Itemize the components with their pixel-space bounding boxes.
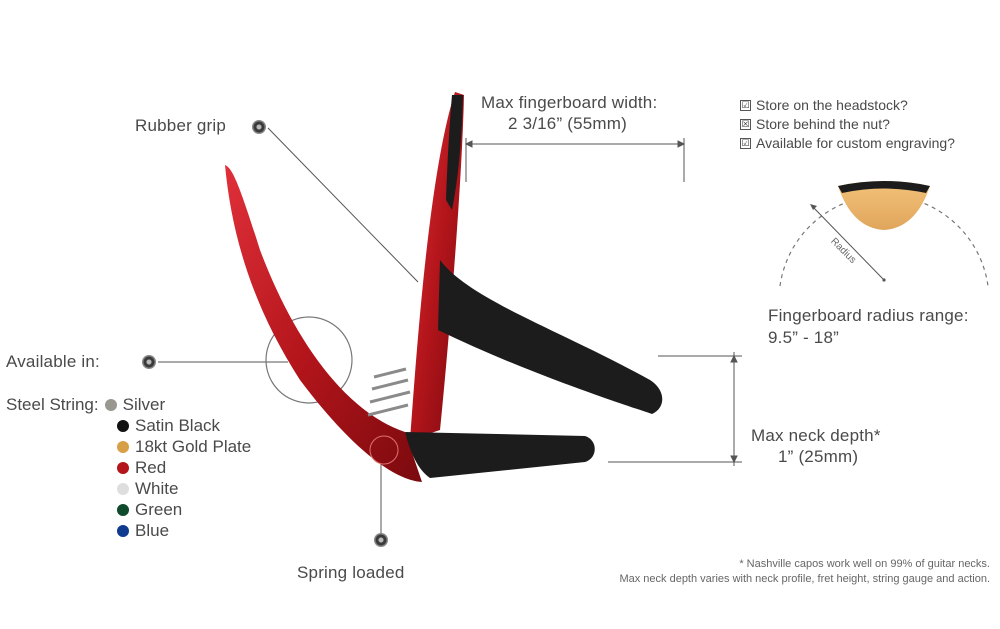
rubber-grip-label: Rubber grip bbox=[135, 116, 227, 135]
silver-swatch bbox=[104, 398, 117, 411]
spring bbox=[367, 367, 411, 417]
feature-row: ☑ Available for custom engraving? bbox=[740, 134, 955, 153]
crossed-box-icon: ☒ bbox=[740, 119, 751, 130]
rubber-grip-marker bbox=[252, 120, 266, 134]
spring-loaded-marker bbox=[374, 533, 388, 547]
color-name: White bbox=[135, 478, 179, 498]
footnote-line: Max neck depth varies with neck profile,… bbox=[619, 573, 990, 585]
checked-box-icon: ☑ bbox=[740, 100, 751, 111]
white-swatch bbox=[117, 482, 129, 495]
feature-text: Store on the headstock? bbox=[756, 97, 908, 113]
blue-swatch bbox=[117, 524, 129, 537]
footnote-line: * Nashville capos work well on 99% of gu… bbox=[739, 558, 990, 570]
radius-range-title: Fingerboard radius range: bbox=[768, 306, 969, 325]
gold-swatch bbox=[117, 440, 129, 453]
color-option: Green bbox=[6, 499, 251, 520]
color-option: Steel String: Silver bbox=[6, 394, 251, 415]
feature-row: ☒ Store behind the nut? bbox=[740, 115, 955, 134]
steel-string-heading: Steel String: bbox=[6, 394, 99, 414]
available-in-marker bbox=[142, 355, 156, 369]
color-option: Blue bbox=[6, 520, 251, 541]
feature-row: ☑ Store on the headstock? bbox=[740, 96, 955, 115]
red-swatch bbox=[117, 461, 129, 474]
green-swatch bbox=[117, 503, 129, 516]
radius-range-value: 9.5” - 18” bbox=[768, 328, 839, 347]
color-option: 18kt Gold Plate bbox=[6, 436, 251, 457]
radius-diagram bbox=[779, 181, 989, 287]
feature-text: Store behind the nut? bbox=[756, 116, 890, 132]
lower-handle bbox=[225, 165, 422, 482]
feature-text: Available for custom engraving? bbox=[756, 135, 955, 151]
color-name: Green bbox=[135, 499, 183, 519]
color-name: 18kt Gold Plate bbox=[135, 436, 252, 456]
magnifier-circle bbox=[265, 316, 353, 404]
lower-grip-pad bbox=[405, 432, 595, 478]
neck-depth-dimension bbox=[608, 352, 742, 466]
upper-jaw-pad bbox=[446, 95, 463, 210]
feature-checklist: ☑ Store on the headstock? ☒ Store behind… bbox=[740, 96, 955, 153]
color-options-list: Steel String: Silver Satin Black 18kt Go… bbox=[6, 394, 251, 541]
spring-loaded-label: Spring loaded bbox=[297, 563, 405, 582]
upper-grip-arm bbox=[438, 260, 663, 414]
color-option: Red bbox=[6, 457, 251, 478]
color-name: Blue bbox=[135, 520, 170, 540]
footnote: * Nashville capos work well on 99% of gu… bbox=[619, 557, 990, 587]
fingerboard-width-title: Max fingerboard width: bbox=[481, 93, 658, 112]
neck-depth-value: 1” (25mm) bbox=[778, 447, 859, 466]
color-name: Red bbox=[135, 457, 167, 477]
capo-logo bbox=[369, 435, 399, 465]
fingerboard-width-value: 2 3/16” (55mm) bbox=[508, 114, 628, 133]
color-name: Satin Black bbox=[135, 415, 221, 435]
neck-depth-title: Max neck depth* bbox=[751, 426, 881, 445]
rubber-grip-leader bbox=[267, 127, 419, 283]
color-option: Satin Black bbox=[6, 415, 251, 436]
fingerboard-width-dimension bbox=[464, 138, 686, 182]
satin-black-swatch bbox=[117, 419, 129, 432]
color-option: White bbox=[6, 478, 251, 499]
color-name: Silver bbox=[122, 394, 166, 414]
checked-box-icon: ☑ bbox=[740, 138, 751, 149]
available-in-label: Available in: bbox=[6, 352, 100, 371]
